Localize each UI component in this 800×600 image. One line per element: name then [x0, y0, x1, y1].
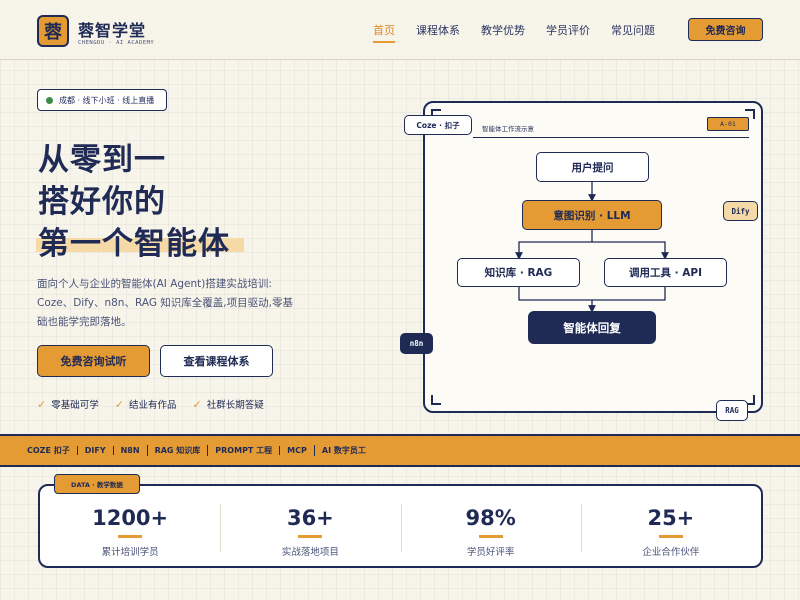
flow-node-agent-reply: 智能体回复 [528, 311, 656, 344]
stat-label: 累计培训学员 [101, 547, 159, 558]
stat-value: 1200+ [92, 506, 169, 530]
feature-label: 结业有作品 [128, 400, 177, 411]
brand-name[interactable]: 蓉智学堂 [78, 21, 147, 40]
feature-item: ✓ 社群长期答疑 [192, 397, 264, 412]
flow-node-knowledge-base: 知识库 · RAG [457, 258, 580, 287]
feature-item: ✓ 结业有作品 [114, 397, 177, 412]
hero-title-line-3: 第一个智能体 [38, 226, 230, 262]
stat-item: 36+ 实战落地项目 [220, 486, 400, 566]
tag-n8n: n8n [400, 333, 433, 354]
location-badge: 成都 · 线下小班 · 线上直播 [37, 89, 167, 111]
check-icon: ✓ [192, 397, 202, 411]
nav-item-home[interactable]: 首页 [373, 22, 395, 43]
strip-item: MCP [279, 446, 314, 455]
site-header: 蓉 蓉智学堂 CHENGDU · AI ACADEMY 首页 课程体系 教学优势… [0, 0, 800, 60]
frame-corner [745, 109, 755, 119]
stat-underline [298, 535, 323, 538]
status-dot-icon [46, 96, 53, 104]
stats-panel: 1200+ 累计培训学员 36+ 实战落地项目 98% 学员好评率 25+ 企业… [38, 484, 763, 568]
flow-node-user-question: 用户提问 [536, 152, 649, 182]
frame-corner [745, 395, 755, 405]
check-icon: ✓ [114, 397, 124, 411]
stat-item: 1200+ 累计培训学员 [40, 486, 220, 566]
hero-title-line-1: 从零到一 [38, 142, 166, 178]
frame-corner [431, 109, 441, 119]
diagram-divider [473, 137, 749, 138]
stat-label: 学员好评率 [466, 547, 515, 558]
workflow-diagram: 智能体工作流示意 A-01 [423, 101, 763, 413]
stat-value: 25+ [647, 506, 695, 530]
stats-tag: DATA · 教学数据 [54, 474, 140, 494]
stat-underline [118, 535, 143, 538]
strip-item: PROMPT 工程 [207, 445, 279, 456]
logo-icon[interactable]: 蓉 [37, 15, 69, 47]
check-icon: ✓ [37, 397, 47, 411]
free-trial-button[interactable]: 免费咨询试听 [37, 345, 150, 377]
flow-node-call-tools: 调用工具 · API [604, 258, 727, 287]
stat-label: 企业合作伙伴 [642, 547, 700, 558]
view-courses-button[interactable]: 查看课程体系 [160, 345, 273, 377]
title-highlight [36, 238, 244, 252]
diagram-id-badge: A-01 [707, 117, 749, 131]
stat-label: 实战落地项目 [281, 547, 339, 558]
strip-item: N8N [112, 446, 147, 455]
brand-subtitle: CHENGDU · AI ACADEMY [78, 40, 155, 46]
nav-item-reviews[interactable]: 学员评价 [546, 24, 590, 37]
stat-item: 98% 学员好评率 [400, 486, 581, 566]
tag-rag: RAG [716, 400, 748, 421]
hero-description: 面向个人与企业的智能体(AI Agent)搭建实战培训: Coze、Dify、n… [37, 278, 293, 328]
feature-label: 零基础可学 [51, 400, 99, 411]
stat-underline [478, 535, 503, 538]
frame-corner [431, 395, 441, 405]
stat-value: 98% [465, 506, 516, 530]
feature-item: ✓ 零基础可学 [37, 397, 99, 412]
stat-underline [658, 535, 683, 538]
feature-label: 社群长期答疑 [206, 400, 264, 411]
tech-strip: COZE 扣子 DIFY N8N RAG 知识库 PROMPT 工程 MCP A… [0, 434, 800, 467]
flow-node-intent-recognition: 意图识别 · LLM [522, 200, 662, 230]
strip-item: DIFY [76, 446, 113, 455]
feature-list: ✓ 零基础可学 ✓ 结业有作品 ✓ 社群长期答疑 [37, 397, 264, 412]
strip-item: COZE 扣子 [27, 446, 70, 455]
diagram-title: 智能体工作流示意 [482, 125, 534, 133]
nav-item-faq[interactable]: 常见问题 [611, 24, 655, 37]
main-nav: 首页 课程体系 教学优势 学员评价 常见问题 [373, 22, 655, 43]
stat-item: 25+ 企业合作伙伴 [580, 486, 761, 566]
free-consult-button[interactable]: 免费咨询 [688, 18, 763, 41]
nav-item-courses[interactable]: 课程体系 [416, 24, 460, 37]
location-badge-text: 成都 · 线下小班 · 线上直播 [59, 95, 155, 105]
nav-item-advantages[interactable]: 教学优势 [481, 24, 525, 37]
tag-coze: Coze · 扣子 [404, 115, 472, 135]
strip-item: RAG 知识库 [146, 445, 208, 456]
strip-item: AI 数字员工 [313, 445, 373, 456]
hero-title-line-2: 搭好你的 [38, 184, 166, 220]
stat-value: 36+ [286, 506, 334, 530]
tag-dify: Dify [723, 201, 758, 221]
